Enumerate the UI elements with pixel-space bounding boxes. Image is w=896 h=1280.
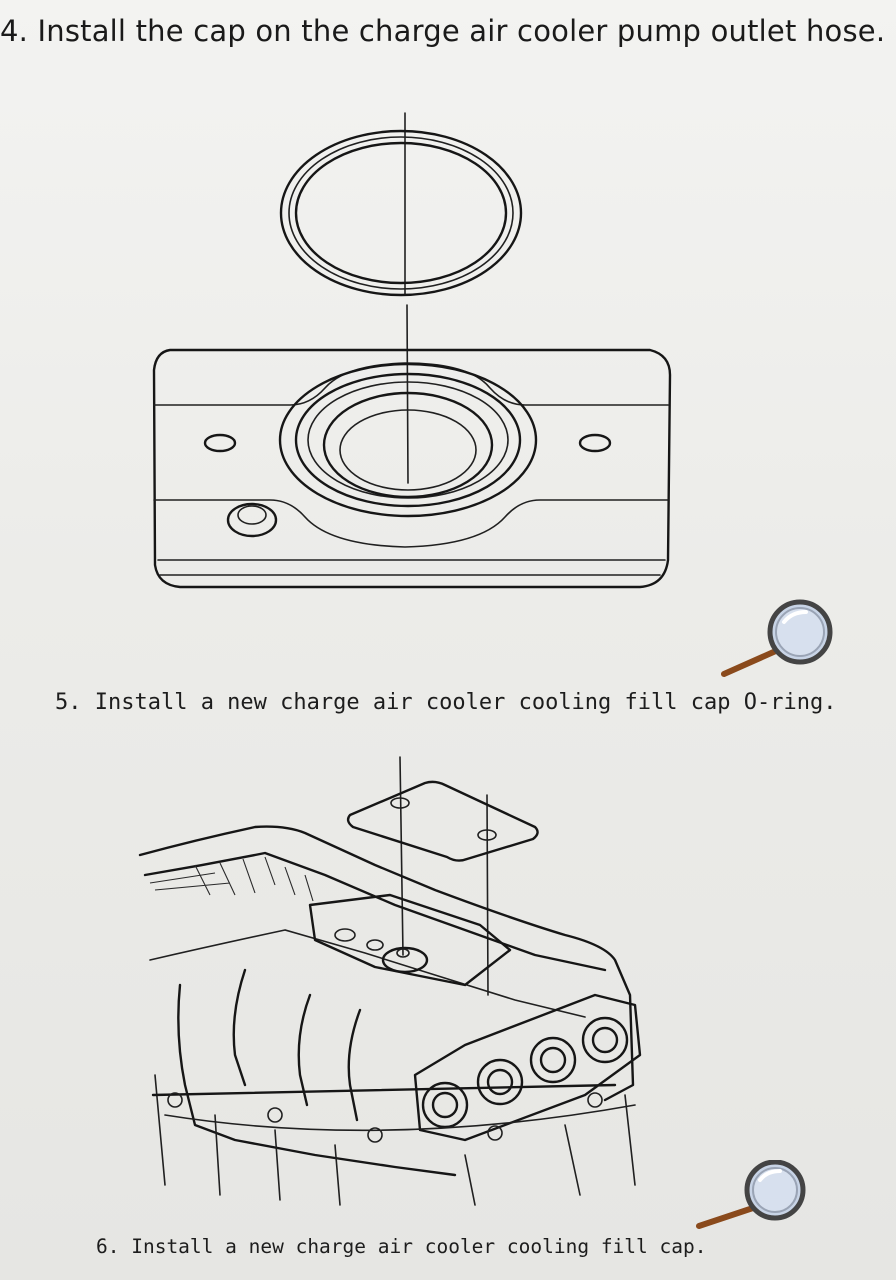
charge-air-cooler-illustration: [138, 756, 642, 1206]
guide-line-left: [399, 756, 404, 956]
manifold-body: [138, 825, 642, 1206]
port-4: [581, 1016, 629, 1064]
step-4-heading: 4. Install the cap on the charge air coo…: [0, 14, 886, 48]
step-6-text: 6. Install a new charge air cooler cooli…: [96, 1235, 707, 1258]
magnifier-icon[interactable]: [693, 1160, 815, 1246]
cap-housing: [152, 348, 672, 589]
fill-cap-plate: [346, 780, 539, 862]
port-1: [421, 1081, 469, 1129]
magnifier-icon[interactable]: [718, 598, 840, 684]
o-ring-cap-illustration: [152, 112, 672, 589]
o-ring: [279, 129, 523, 297]
step-5-text: 5. Install a new charge air cooler cooli…: [55, 690, 837, 715]
port-2: [476, 1058, 524, 1106]
mount-hole-right: [578, 433, 612, 453]
boss: [226, 502, 278, 538]
port-3: [529, 1036, 577, 1084]
guide-line-right: [486, 794, 489, 996]
mount-hole-left: [203, 433, 237, 453]
